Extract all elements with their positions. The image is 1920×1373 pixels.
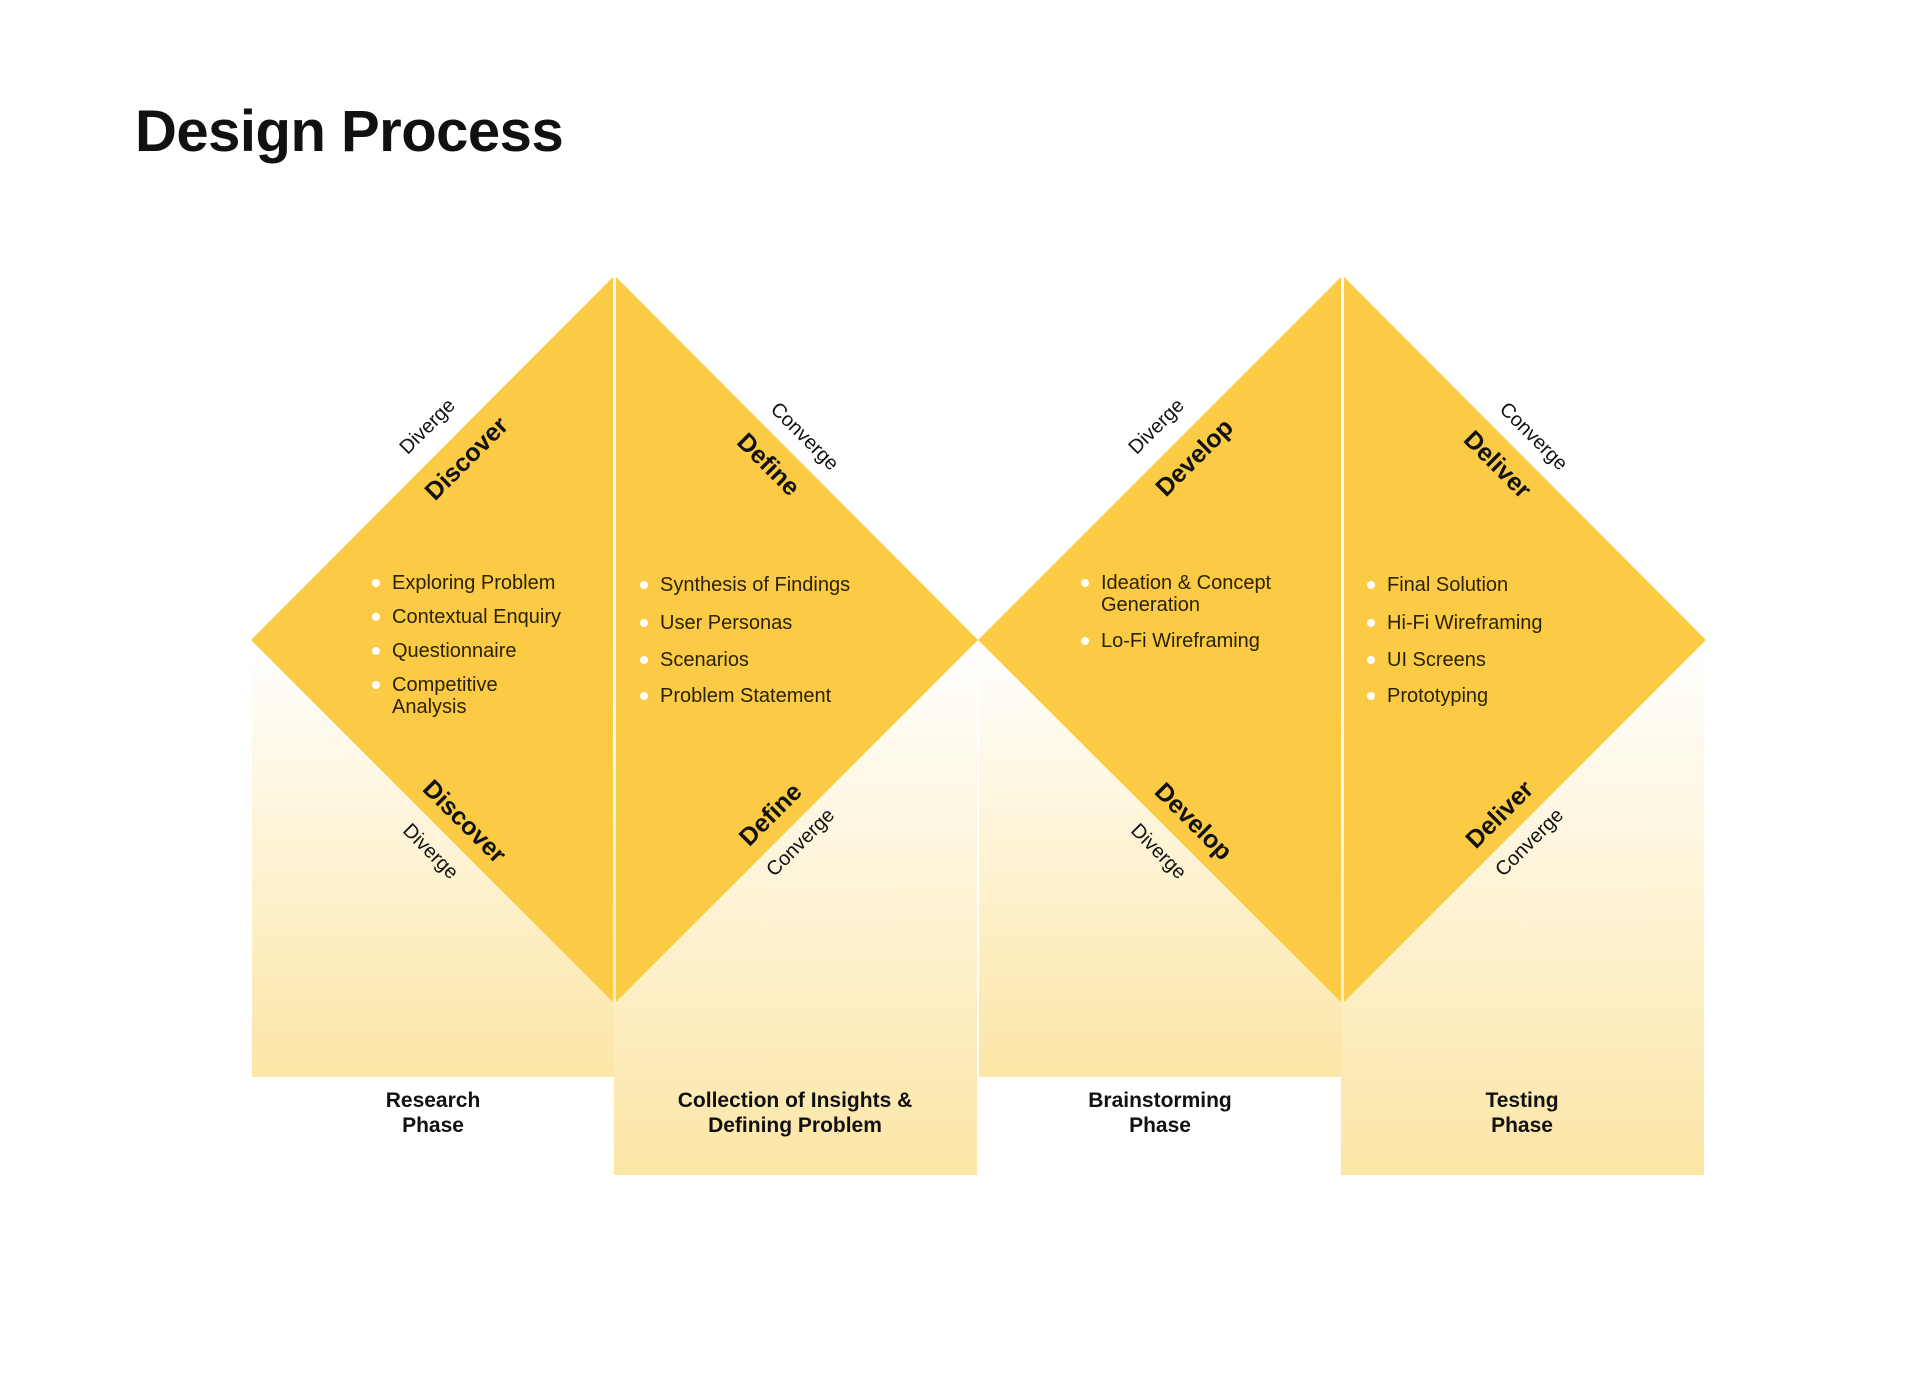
define-diamond-half: [616, 277, 978, 1002]
deliver-diamond-half: [1344, 277, 1706, 1002]
discover-diamond-half: [251, 277, 613, 1002]
page-title: Design Process: [135, 99, 564, 164]
develop-diamond-half: [978, 277, 1341, 1002]
